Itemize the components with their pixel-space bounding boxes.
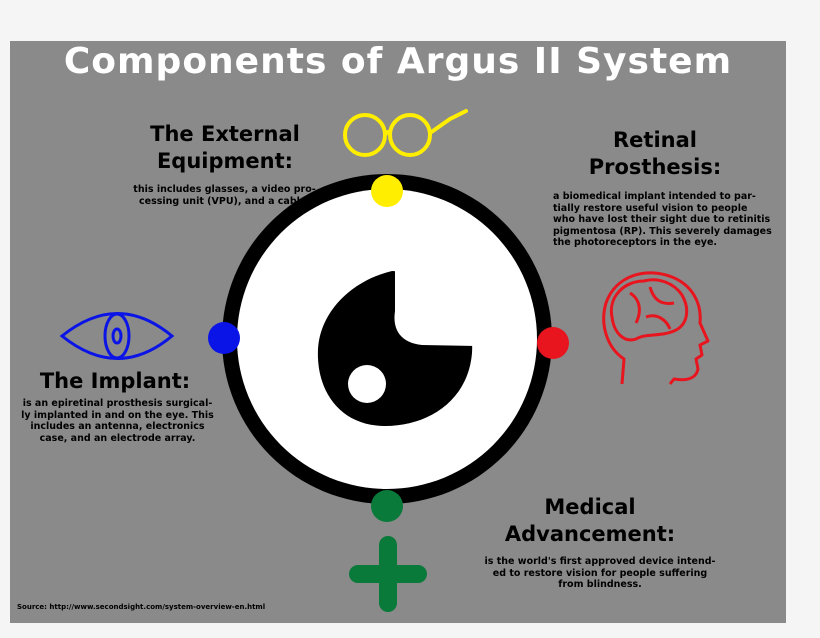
diagram-artwork [59,109,710,612]
external-equipment-heading: The External Equipment: [150,122,300,173]
green-node [371,490,403,522]
plus-icon [349,536,427,612]
head-brain-icon [602,271,710,385]
medical-advancement-text: is the world's first approved device int… [484,556,716,590]
eye-icon [59,312,175,360]
page-title: Components of Argus II System [63,41,733,82]
red-node [537,327,569,359]
implant-text: is an epiretinal prosthesis surgical- ly… [21,398,214,444]
yellow-node [371,175,403,207]
implant-heading: The Implant: [39,369,191,393]
retinal-prosthesis-heading: Retinal Prosthesis: [588,128,722,179]
source-citation: Source: http://www.secondsight.com/syste… [17,603,266,611]
blue-node [208,322,240,354]
central-eye-diagram [222,174,552,504]
external-equipment-text: this includes glasses, a video pro- cess… [133,184,316,207]
argus-poster: Components of Argus II System The Extern… [10,41,786,623]
glasses-icon [343,109,468,157]
retinal-prosthesis-text: a biomedical implant intended to par- ti… [553,191,772,248]
medical-advancement-heading: Medical Advancement: [504,495,676,546]
